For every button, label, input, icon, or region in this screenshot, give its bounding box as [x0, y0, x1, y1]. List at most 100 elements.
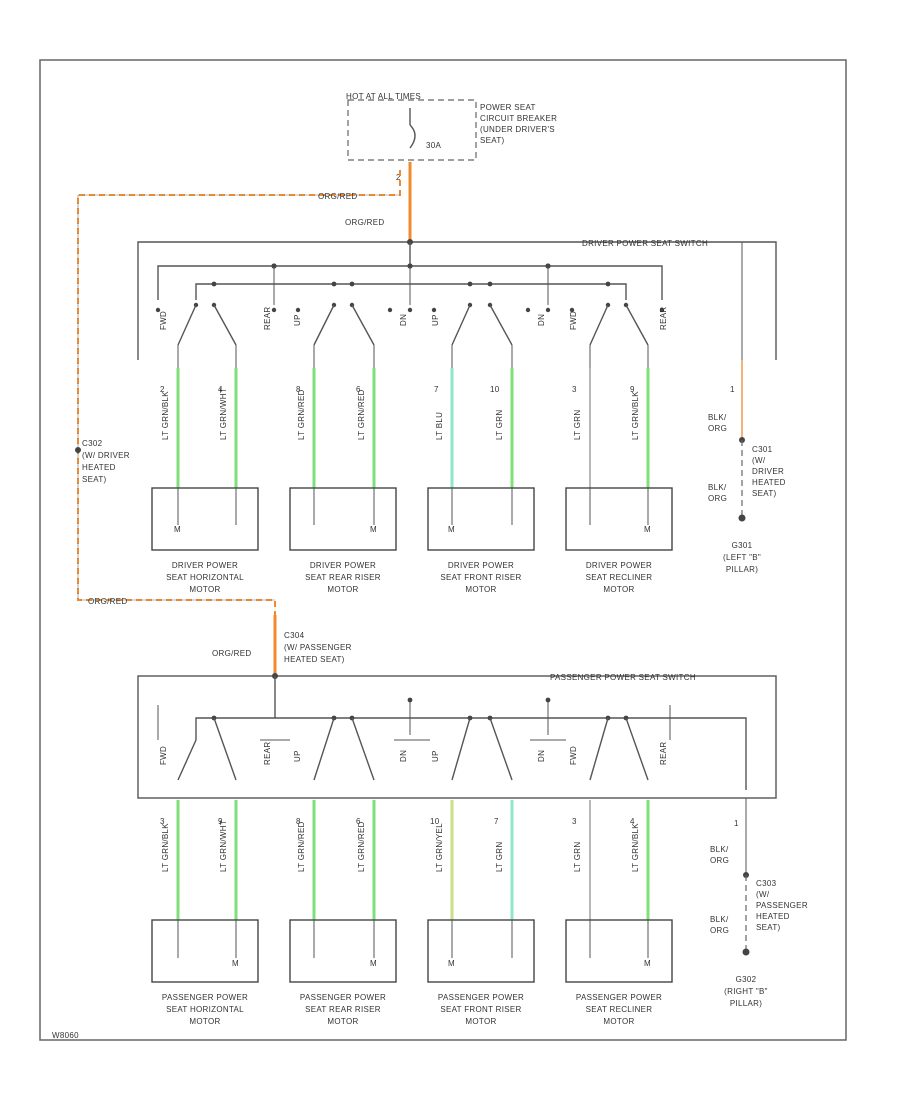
driver-pin-3: 8 — [296, 385, 301, 394]
passenger-motors: M M M M — [151, 919, 673, 983]
driver-pin-2: 4 — [218, 385, 223, 394]
passenger-ground-circuit: 1 BLK/ ORG BLK/ ORG C303 (W/ PASSENGER H… — [710, 798, 808, 1008]
left-connector-1: C302 — [82, 439, 103, 448]
pass-motor4-line1: PASSENGER POWER — [576, 993, 662, 1002]
driver-ground-wire-bot1: BLK/ — [708, 483, 727, 492]
pass-label-fwd2: FWD — [569, 746, 578, 765]
pass-label-rear: REAR — [263, 742, 272, 765]
left-connector-3: HEATED — [82, 463, 116, 472]
pass-pin-5: 10 — [430, 817, 440, 826]
passenger-wire-labels: LT GRN/BLK LT GRN/WHT LT GRN/RED LT GRN/… — [161, 820, 640, 872]
breaker-desc-1: POWER SEAT — [480, 103, 536, 112]
passenger-rear-riser-motor — [289, 919, 397, 983]
passenger-motor-wires — [176, 800, 650, 920]
motor-icon: M — [232, 959, 239, 968]
breaker-desc-2: CIRCUIT BREAKER — [480, 114, 557, 123]
pass-wire-5: LT GRN/YEL — [435, 823, 444, 872]
driver-label-rear: REAR — [263, 307, 272, 330]
pass-pin-3: 8 — [296, 817, 301, 826]
pass-c303-2: (W/ — [756, 890, 770, 899]
driver-pin-4: 6 — [356, 385, 361, 394]
passenger-switch-title: PASSENGER POWER SEAT SWITCH — [550, 673, 696, 682]
driver-motor4-line1: DRIVER POWER — [586, 561, 652, 570]
branch-wire-label-1: ORG/RED — [318, 192, 357, 201]
driver-motor3-line3: MOTOR — [465, 585, 496, 594]
motor-icon: M — [370, 525, 377, 534]
pass-motor2-line3: MOTOR — [327, 1017, 358, 1026]
driver-front-riser-motor — [427, 487, 535, 551]
driver-motor-labels: DRIVER POWER SEAT HORIZONTAL MOTOR DRIVE… — [166, 561, 652, 594]
mid-connector-2: (W/ PASSENGER — [284, 643, 352, 652]
driver-wire-2: LT GRN/WHT — [219, 388, 228, 440]
pass-c303-5: SEAT) — [756, 923, 781, 932]
motor-icon: M — [448, 959, 455, 968]
motor-icon: M — [174, 525, 181, 534]
driver-motor3-line1: DRIVER POWER — [448, 561, 514, 570]
driver-c301-3: DRIVER — [752, 467, 784, 476]
pass-ground-pin: 1 — [734, 819, 739, 828]
driver-pin-5: 7 — [434, 385, 439, 394]
diagram-frame — [39, 59, 847, 1041]
driver-recliner-motor — [565, 487, 673, 551]
driver-motor2-line2: SEAT REAR RISER — [305, 573, 381, 582]
driver-label-dn1: DN — [399, 314, 408, 326]
pass-wire-8: LT GRN/BLK — [631, 823, 640, 872]
motor-icon: M — [448, 525, 455, 534]
pass-label-dn2: DN — [537, 750, 546, 762]
left-connector-4: SEAT) — [82, 475, 107, 484]
driver-wire-7: LT GRN — [573, 410, 582, 440]
driver-motor1-line2: SEAT HORIZONTAL — [166, 573, 244, 582]
mid-wire-label: ORG/RED — [212, 649, 251, 658]
breaker-rating: 30A — [426, 141, 441, 150]
pass-pin-7: 3 — [572, 817, 577, 826]
motor-icon: M — [370, 959, 377, 968]
pass-motor1-line1: PASSENGER POWER — [162, 993, 248, 1002]
driver-motor4-line3: MOTOR — [603, 585, 634, 594]
pass-c303-4: HEATED — [756, 912, 790, 921]
driver-ground-circuit: 1 BLK/ ORG BLK/ ORG C301 (W/ DRIVER HEAT… — [708, 242, 785, 574]
driver-motor-wires — [176, 345, 650, 488]
driver-pin-1: 2 — [160, 385, 165, 394]
driver-wire-4: LT GRN/RED — [357, 389, 366, 440]
pass-label-dn1: DN — [399, 750, 408, 762]
pass-motor1-line2: SEAT HORIZONTAL — [166, 1005, 244, 1014]
breaker-desc-3: (UNDER DRIVER'S — [480, 125, 555, 134]
driver-ground-wire-top2: ORG — [708, 424, 727, 433]
driver-motor3-line2: SEAT FRONT RISER — [440, 573, 521, 582]
left-connector-2: (W/ DRIVER — [82, 451, 130, 460]
driver-wire-1: LT GRN/BLK — [161, 391, 170, 440]
pass-motor3-line3: MOTOR — [465, 1017, 496, 1026]
driver-wire-labels: LT GRN/BLK LT GRN/WHT LT GRN/RED LT GRN/… — [161, 388, 640, 440]
driver-c301-2: (W/ — [752, 456, 766, 465]
driver-motor1-line3: MOTOR — [189, 585, 220, 594]
passenger-feed-connector: C304 (W/ PASSENGER HEATED SEAT) ORG/RED — [212, 631, 352, 664]
driver-pin-6: 10 — [490, 385, 500, 394]
pass-wire-1: LT GRN/BLK — [161, 823, 170, 872]
pass-g302-2: (RIGHT "B" — [724, 987, 768, 996]
pass-c303-1: C303 — [756, 879, 777, 888]
pass-wire-4: LT GRN/RED — [357, 821, 366, 872]
pass-pin-8: 4 — [630, 817, 635, 826]
driver-power-seat-switch: DRIVER POWER SEAT SWITCH FWD REAR UP DN … — [137, 239, 777, 360]
pass-c303-3: PASSENGER — [756, 901, 808, 910]
driver-motors: M M M M — [151, 487, 673, 551]
driver-pin-labels: 2 4 8 6 7 10 3 9 — [160, 385, 635, 394]
driver-label-up2: UP — [431, 314, 440, 326]
heated-seat-branch-wire — [77, 170, 401, 660]
motor-icon: M — [644, 959, 651, 968]
pass-wire-3: LT GRN/RED — [297, 821, 306, 872]
driver-horizontal-motor — [151, 487, 259, 551]
driver-wire-8: LT GRN/BLK — [631, 391, 640, 440]
passenger-horizontal-motor — [151, 919, 259, 983]
pass-label-up1: UP — [293, 750, 302, 762]
passenger-power-seat-switch: PASSENGER POWER SEAT SWITCH FWD REAR UP … — [137, 673, 777, 799]
pass-label-up2: UP — [431, 750, 440, 762]
driver-g301-2: (LEFT "B" — [723, 553, 761, 562]
driver-pin-8: 9 — [630, 385, 635, 394]
hot-at-all-times-label: HOT AT ALL TIMES — [346, 92, 421, 101]
pass-motor3-line2: SEAT FRONT RISER — [440, 1005, 521, 1014]
pass-label-fwd: FWD — [159, 746, 168, 765]
pass-pin-4: 6 — [356, 817, 361, 826]
driver-motor2-line1: DRIVER POWER — [310, 561, 376, 570]
driver-motor2-line3: MOTOR — [327, 585, 358, 594]
